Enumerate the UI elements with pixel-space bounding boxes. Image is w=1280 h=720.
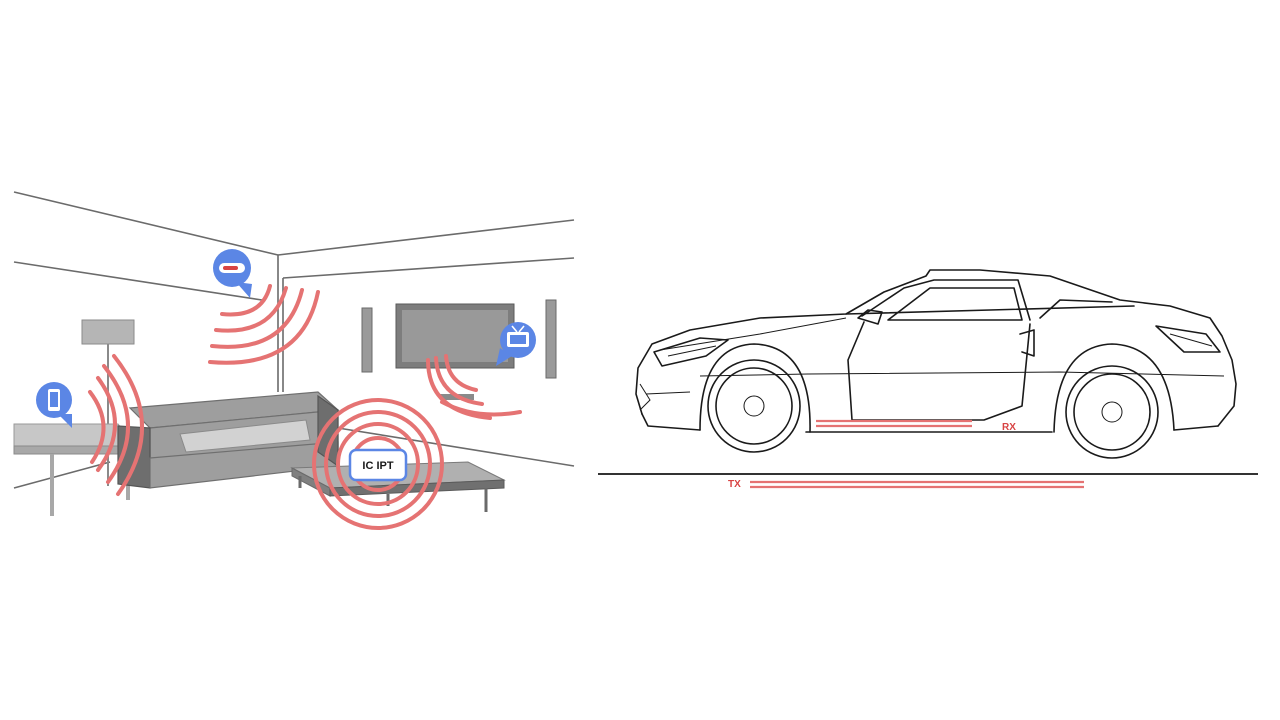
living-room-scene: IC IPT — [13, 191, 575, 530]
speaker-right — [545, 299, 557, 379]
front-wheel — [699, 343, 811, 453]
tv-field-waves — [426, 354, 522, 420]
tv-bubble — [496, 322, 536, 366]
car-charging-diagram: RX TX — [598, 269, 1258, 490]
television — [395, 303, 515, 369]
car-windows — [861, 279, 1113, 321]
thermostat-bubble — [213, 249, 252, 298]
transmitter-label: TX — [728, 479, 741, 490]
phone-field-waves — [88, 354, 144, 496]
floor-lamp — [81, 319, 135, 486]
rear-wheel — [1053, 343, 1175, 459]
thermostat-field-waves — [208, 284, 320, 365]
phone-icon — [48, 389, 60, 411]
front-grille — [639, 383, 651, 411]
transmitter-coil — [750, 480, 1084, 489]
sofa — [117, 391, 340, 489]
phone-bubble — [36, 382, 72, 428]
taillight — [1155, 325, 1221, 353]
charger-label: IC IPT — [362, 460, 393, 472]
receiver-coil — [816, 419, 972, 428]
charger-pad: IC IPT — [348, 448, 408, 482]
tv-icon — [507, 325, 529, 347]
side-vent — [1019, 329, 1035, 357]
headlight — [653, 337, 729, 367]
thermometer-icon — [219, 263, 245, 273]
car-body — [635, 269, 1237, 433]
receiver-label: RX — [1002, 422, 1016, 433]
mirror — [857, 309, 883, 325]
speaker-left — [361, 307, 373, 373]
car-door — [847, 321, 1031, 421]
